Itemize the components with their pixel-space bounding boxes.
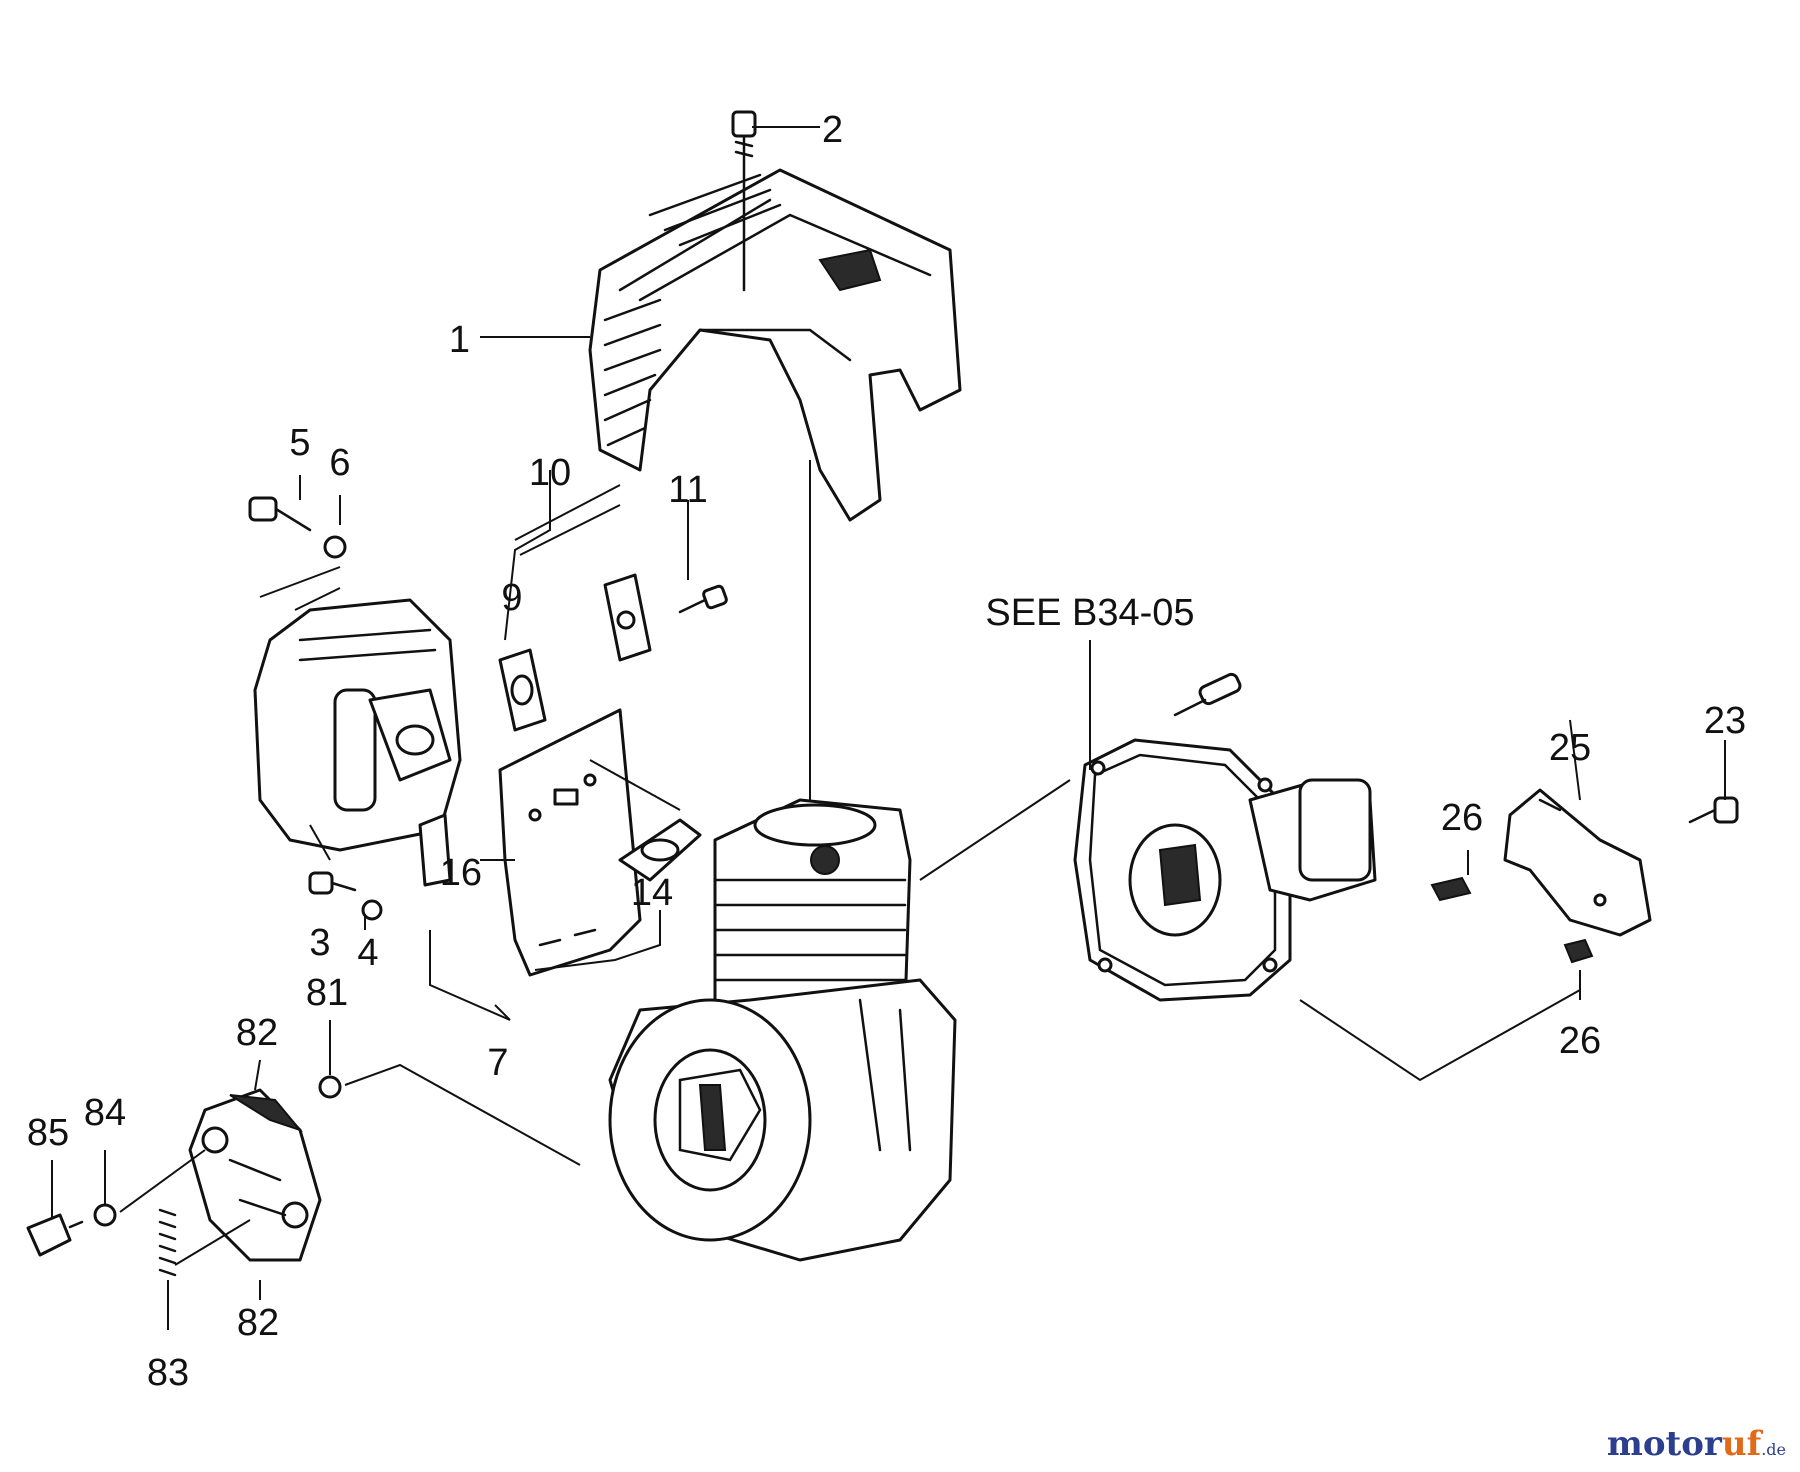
muffler-gasket-part (498, 648, 547, 732)
callout-2: 2 (822, 109, 843, 151)
callout-1: 1 (449, 319, 470, 361)
callout-26-lower: 26 (1559, 1020, 1601, 1062)
callout-81: 81 (306, 972, 348, 1014)
plate-screw-part (678, 584, 728, 614)
callout-9: 9 (501, 577, 522, 619)
callout-11: 11 (668, 469, 707, 511)
watermark-text: motoruf (1606, 1424, 1762, 1464)
callout-labels: 1 2 3 4 5 6 7 9 10 11 14 16 23 25 26 26 … (27, 109, 1746, 1394)
reference-note: SEE B34-05 (985, 592, 1194, 634)
cover-plate-part (1503, 788, 1652, 937)
clutch-spring-part (158, 1208, 177, 1277)
engine-cover-part (588, 168, 962, 522)
callout-23: 23 (1704, 700, 1746, 742)
watermark-logo: motoruf.de (1607, 1424, 1786, 1464)
leader-lines (51, 126, 1726, 1330)
lower-washer-part (361, 899, 383, 921)
lower-bolt-part (308, 871, 357, 895)
callout-82-top: 82 (236, 1012, 278, 1054)
nut-upper-part (1430, 876, 1472, 902)
callout-10: 10 (529, 452, 571, 494)
callout-5: 5 (289, 422, 310, 464)
callout-83: 83 (147, 1352, 189, 1394)
starter-bolt-part (1173, 672, 1242, 717)
callout-3: 3 (309, 922, 330, 964)
cylinder-gasket-part (618, 818, 702, 882)
cover-plate-screw-part (1688, 796, 1739, 824)
recoil-starter-part (1073, 738, 1377, 1002)
clutch-washer-part (318, 1075, 342, 1099)
callout-85: 85 (27, 1112, 69, 1154)
callout-6: 6 (329, 442, 350, 484)
engine-block-part (608, 798, 957, 1262)
muffler-part (253, 598, 462, 887)
clutch-bolt-part (26, 1213, 84, 1257)
callout-16: 16 (440, 852, 482, 894)
cover-screw-part (731, 110, 757, 292)
nut-lower-part (1563, 938, 1594, 964)
clutch-small-washer-part (93, 1203, 117, 1227)
callout-4: 4 (357, 932, 378, 974)
plate-part (603, 573, 652, 662)
cylinder-fins (713, 878, 907, 982)
muffler-bolt-part (248, 496, 312, 532)
callout-26-upper: 26 (1441, 797, 1483, 839)
callout-14: 14 (631, 872, 673, 914)
muffler-washer-part (323, 535, 347, 559)
clutch-shoe-part (188, 1088, 322, 1262)
callout-25: 25 (1549, 727, 1591, 769)
callout-82-bottom: 82 (237, 1302, 279, 1344)
callout-7: 7 (487, 1042, 508, 1084)
cover-vent-slots (603, 173, 782, 447)
watermark-domain: .de (1761, 1440, 1786, 1459)
callout-84: 84 (84, 1092, 126, 1134)
heat-shield-part (498, 708, 642, 977)
